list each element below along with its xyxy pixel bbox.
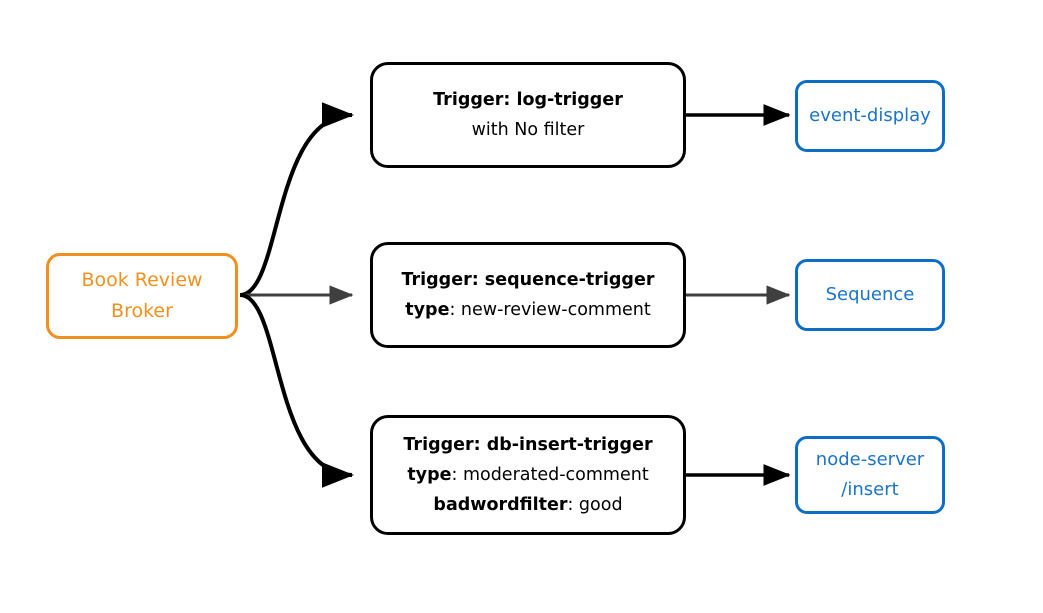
log-trigger-filter-value: with No filter	[471, 120, 585, 140]
db-insert-trigger-type: type: moderated-comment	[407, 460, 648, 490]
node-sequence[interactable]: Sequence	[795, 259, 945, 331]
db-insert-trigger-badwordfilter-value: : good	[567, 495, 623, 515]
sequence-trigger-type-value: : new-review-comment	[449, 300, 651, 320]
node-sequence-trigger[interactable]: Trigger: sequence-trigger type: new-revi…	[370, 242, 686, 348]
sequence-label: Sequence	[825, 284, 915, 305]
edge-broker-to-log-trigger	[239, 102, 354, 297]
node-server-label-line-2: /insert	[841, 479, 899, 500]
node-book-review-broker[interactable]: Book Review Broker	[46, 253, 238, 339]
broker-label-line-1: Book Review	[81, 269, 203, 291]
sequence-trigger-type: type: new-review-comment	[405, 295, 650, 325]
db-insert-trigger-type-key: type	[407, 465, 452, 485]
edge-broker-to-db-insert-trigger	[239, 293, 354, 488]
db-insert-trigger-badwordfilter: badwordfilter: good	[433, 490, 622, 520]
event-display-label: event-display	[809, 105, 931, 126]
sequence-trigger-type-key: type	[405, 300, 450, 320]
broker-label-line-2: Broker	[111, 300, 173, 322]
log-trigger-title: Trigger: log-trigger	[433, 90, 623, 110]
node-event-display[interactable]: event-display	[795, 80, 945, 152]
node-log-trigger[interactable]: Trigger: log-trigger with No filter	[370, 62, 686, 168]
db-insert-trigger-title: Trigger: db-insert-trigger	[403, 435, 653, 455]
db-insert-trigger-type-value: : moderated-comment	[451, 465, 649, 485]
node-node-server-insert[interactable]: node-server /insert	[795, 436, 945, 514]
log-trigger-filter: with No filter	[472, 115, 585, 145]
db-insert-trigger-badwordfilter-key: badwordfilter	[433, 495, 568, 515]
node-db-insert-trigger[interactable]: Trigger: db-insert-trigger type: moderat…	[370, 415, 686, 535]
node-server-label-line-1: node-server	[815, 449, 925, 470]
sequence-trigger-title: Trigger: sequence-trigger	[401, 270, 655, 290]
